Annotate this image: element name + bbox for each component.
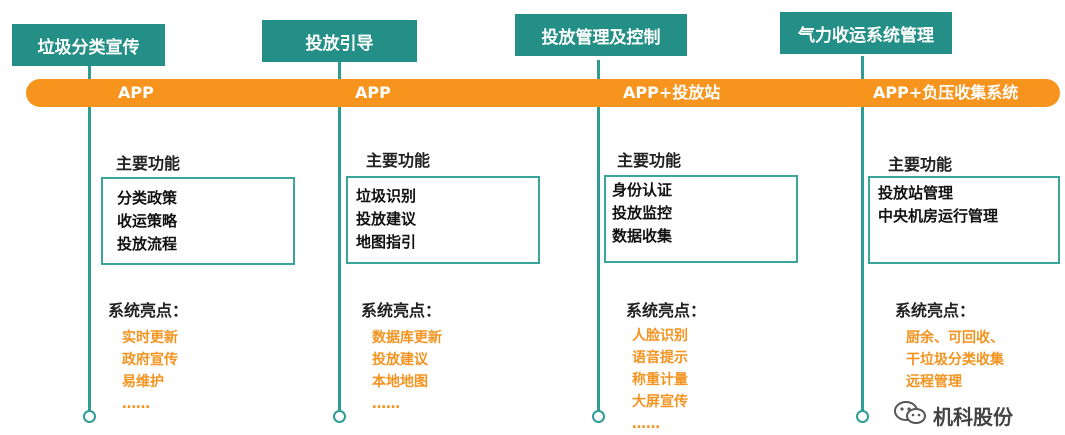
highlight-item: 干垃圾分类收集 bbox=[906, 352, 1004, 368]
function-item: 投放建议 bbox=[356, 210, 417, 228]
highlight-item: …… bbox=[372, 396, 400, 412]
watermark: 机科股份 bbox=[893, 398, 1013, 432]
stage-header-4: 气力收运系统管理 bbox=[780, 12, 952, 54]
functions-box-2: 垃圾识别 投放建议 地图指引 bbox=[346, 176, 540, 264]
function-item: 中央机房运行管理 bbox=[878, 207, 999, 225]
highlight-item: 大屏宣传 bbox=[632, 394, 688, 410]
highlight-item: …… bbox=[122, 396, 150, 412]
functions-title-3: 主要功能 bbox=[617, 151, 682, 170]
function-item: 投放站管理 bbox=[878, 184, 954, 202]
timeline-end-dot-2 bbox=[333, 410, 346, 423]
timeline-line-4 bbox=[861, 56, 864, 412]
highlights-list-1: 实时更新 政府宣传 易维护 …… bbox=[122, 327, 178, 415]
highlight-item: 易维护 bbox=[122, 374, 164, 390]
highlight-item: 数据库更新 bbox=[372, 330, 442, 346]
highlights-title-3: 系统亮点： bbox=[626, 301, 707, 320]
timeline-line-3 bbox=[597, 60, 600, 412]
stage-header-3: 投放管理及控制 bbox=[515, 14, 687, 56]
function-item: 投放监控 bbox=[612, 204, 673, 222]
wechat-icon bbox=[893, 399, 927, 431]
function-item: 收运策略 bbox=[117, 212, 178, 230]
function-item: 数据收集 bbox=[612, 227, 673, 245]
function-item: 地图指引 bbox=[356, 233, 417, 251]
highlight-item: 实时更新 bbox=[122, 330, 178, 346]
highlights-list-4: 厨余、可回收、 干垃圾分类收集 远程管理 bbox=[906, 327, 1004, 393]
functions-title-1: 主要功能 bbox=[116, 154, 181, 173]
function-item: 垃圾识别 bbox=[356, 187, 417, 205]
stage-header-2: 投放引导 bbox=[262, 20, 417, 62]
functions-title-4: 主要功能 bbox=[888, 155, 953, 174]
functions-box-4: 投放站管理 中央机房运行管理 bbox=[868, 176, 1060, 264]
watermark-text: 机科股份 bbox=[933, 404, 1013, 429]
highlights-list-3: 人脸识别 语音提示 称重计量 大屏宣传 …… bbox=[632, 325, 688, 435]
timeline-end-dot-4 bbox=[856, 410, 869, 423]
highlights-title-2: 系统亮点： bbox=[361, 301, 442, 320]
highlight-item: 政府宣传 bbox=[122, 352, 178, 368]
highlight-item: 远程管理 bbox=[906, 374, 962, 390]
highlight-item: 厨余、可回收、 bbox=[906, 330, 1004, 346]
highlight-item: 投放建议 bbox=[372, 352, 428, 368]
function-item: 身份认证 bbox=[612, 181, 673, 199]
timeline-line-2 bbox=[338, 60, 341, 412]
bar-label-1: APP bbox=[118, 83, 154, 102]
bar-label-4: APP+负压收集系统 bbox=[873, 83, 1019, 102]
timeline-line-1 bbox=[88, 60, 91, 412]
functions-box-1: 分类政策 收运策略 投放流程 bbox=[101, 177, 295, 265]
timeline-end-dot-3 bbox=[592, 410, 605, 423]
highlight-item: 称重计量 bbox=[632, 372, 688, 388]
function-item: 分类政策 bbox=[117, 189, 178, 207]
functions-box-3: 身份认证 投放监控 数据收集 bbox=[604, 175, 798, 263]
stage-header-1: 垃圾分类宣传 bbox=[12, 24, 165, 66]
timeline-bar bbox=[26, 79, 1060, 107]
highlight-item: …… bbox=[632, 416, 660, 432]
bar-label-3: APP+投放站 bbox=[623, 83, 721, 102]
highlights-title-1: 系统亮点： bbox=[108, 301, 189, 320]
timeline-end-dot-1 bbox=[83, 410, 96, 423]
highlights-list-2: 数据库更新 投放建议 本地地图 …… bbox=[372, 327, 442, 415]
bar-label-2: APP bbox=[355, 83, 391, 102]
highlight-item: 人脸识别 bbox=[632, 328, 688, 344]
functions-title-2: 主要功能 bbox=[366, 151, 431, 170]
highlight-item: 本地地图 bbox=[372, 374, 428, 390]
highlights-title-4: 系统亮点： bbox=[895, 301, 976, 320]
highlight-item: 语音提示 bbox=[632, 350, 688, 366]
function-item: 投放流程 bbox=[117, 235, 178, 253]
